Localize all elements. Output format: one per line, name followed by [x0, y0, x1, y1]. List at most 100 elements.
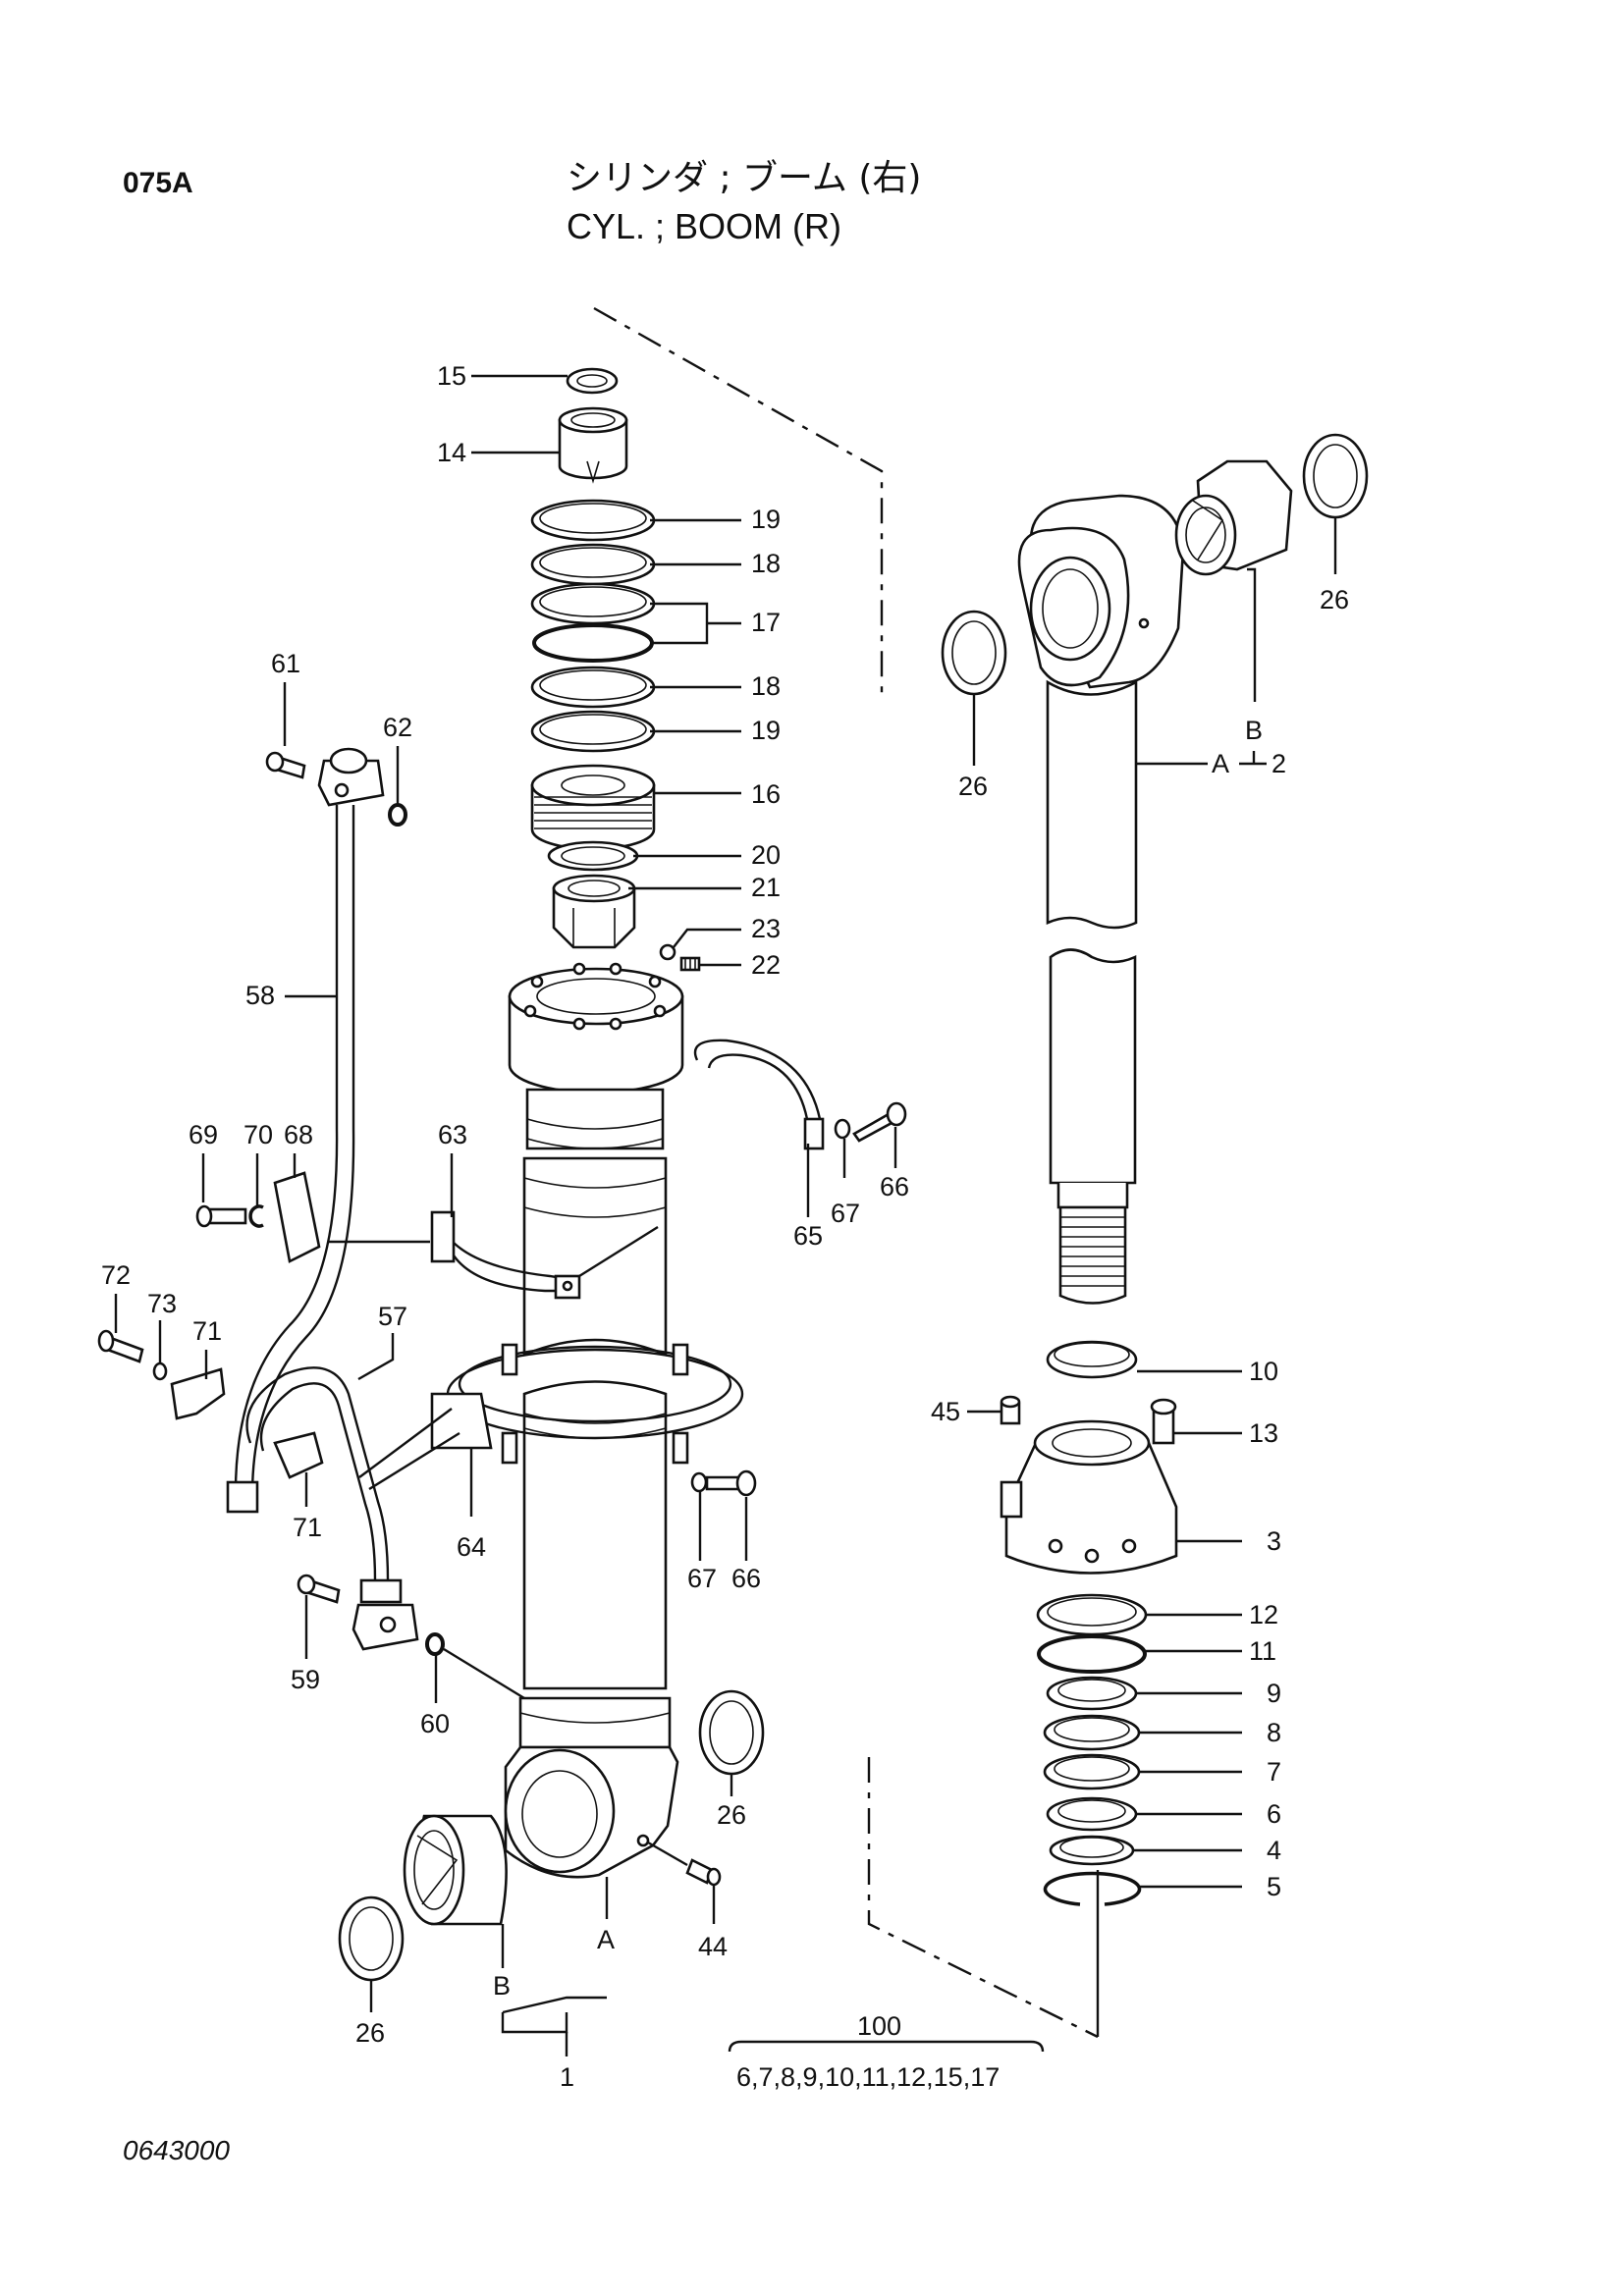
- ring-20: [547, 840, 639, 872]
- bolt-66-upper: [852, 1101, 907, 1143]
- flange-fitting-top: [317, 747, 385, 807]
- band-clamp-65: [693, 1039, 825, 1150]
- dust-seal-10: [1046, 1340, 1138, 1379]
- grease-fitting-44: [685, 1858, 722, 1887]
- bushing-14: [558, 406, 628, 484]
- bushing-B-upper: [1174, 459, 1293, 576]
- callout-63: 63: [438, 1120, 467, 1149]
- piston-16: [530, 764, 656, 851]
- callout-57: 57: [378, 1302, 407, 1331]
- bolt-66-lower: [705, 1469, 757, 1497]
- kit-number: 100: [857, 2011, 901, 2041]
- piston-rod-2: [1017, 494, 1185, 1305]
- leader-44-hole: [647, 1841, 688, 1867]
- callout-18: 18: [751, 549, 781, 578]
- callout-67: 67: [831, 1199, 860, 1228]
- callout-67: 67: [687, 1564, 717, 1593]
- nut-21: [552, 874, 636, 949]
- callout-26: 26: [958, 772, 988, 801]
- callout-19: 19: [751, 716, 781, 745]
- washer-67-lower: [690, 1471, 708, 1493]
- callout-58: 58: [245, 981, 275, 1010]
- callout-B: B: [1245, 716, 1263, 745]
- callout-3: 3: [1267, 1526, 1281, 1556]
- ring-12: [1036, 1593, 1148, 1636]
- clip-68: [273, 1171, 321, 1263]
- callout-15: 15: [437, 361, 466, 391]
- clip-71-upper: [170, 1367, 226, 1420]
- bracket-arm-64: [358, 1408, 453, 1478]
- snap-ring-70: [248, 1204, 264, 1228]
- title-english: CYL. ; BOOM (R): [567, 206, 842, 246]
- leader-lines: [114, 374, 1337, 2012]
- callout-16: 16: [751, 779, 781, 809]
- callout-26: 26: [1320, 585, 1349, 614]
- callout-71: 71: [192, 1316, 222, 1346]
- drawing-number: 0643000: [123, 2135, 231, 2165]
- callout-61: 61: [271, 649, 300, 678]
- seal-ring-18-lower: [530, 666, 656, 709]
- title-japanese: シリンダ ; ブーム (右): [567, 158, 922, 198]
- callout-1: 1: [560, 2062, 574, 2092]
- callout-71: 71: [293, 1513, 322, 1542]
- seal-26-lower-right: [698, 1689, 765, 1776]
- rod-cover-3: [1000, 1419, 1178, 1575]
- callout-6: 6: [1267, 1799, 1281, 1829]
- kit-bracket: [728, 2040, 1045, 2053]
- steel-ball-23: [659, 943, 676, 961]
- leader-60-to-tube: [443, 1647, 525, 1700]
- callout-17: 17: [751, 608, 781, 637]
- seal-26-upper-right: [1302, 433, 1369, 519]
- callout-59: 59: [291, 1665, 320, 1694]
- callout-23: 23: [751, 914, 781, 943]
- callout-18: 18: [751, 671, 781, 701]
- callout-60: 60: [420, 1709, 450, 1738]
- callout-13: 13: [1249, 1418, 1278, 1448]
- callout-20: 20: [751, 840, 781, 870]
- bushing-B-lower: [403, 1814, 508, 1926]
- bolt-69: [195, 1204, 247, 1228]
- callout-5: 5: [1267, 1872, 1281, 1901]
- callout-19: 19: [751, 505, 781, 534]
- callout-72: 72: [101, 1260, 131, 1290]
- callout-45: 45: [931, 1397, 960, 1426]
- callout-B: B: [493, 1971, 511, 2001]
- callout-69: 69: [189, 1120, 218, 1149]
- bracket-arm-64-b: [368, 1431, 460, 1491]
- set-screw-22: [679, 956, 701, 972]
- callout-11: 11: [1249, 1636, 1276, 1666]
- callout-4: 4: [1267, 1836, 1281, 1865]
- callout-10: 10: [1249, 1357, 1278, 1386]
- callout-9: 9: [1267, 1679, 1281, 1708]
- socket-bolt-13: [1150, 1398, 1177, 1445]
- seal-26-upper-left: [941, 610, 1007, 696]
- seal-ring-18-upper: [530, 543, 656, 586]
- pipe-57: [245, 1366, 403, 1604]
- callout-26: 26: [355, 2018, 385, 2048]
- seal-7: [1043, 1753, 1141, 1790]
- callout-2: 2: [1271, 749, 1286, 778]
- callout-65: 65: [793, 1221, 823, 1251]
- washer-67-upper: [834, 1118, 851, 1140]
- callout-64: 64: [457, 1532, 486, 1562]
- seal-ring-19-lower: [530, 710, 656, 753]
- snap-ring-5: [1043, 1871, 1142, 1906]
- callout-66: 66: [880, 1172, 909, 1201]
- kit-contents: 6,7,8,9,10,11,12,15,17: [736, 2062, 1000, 2092]
- clip-71-lower: [273, 1431, 324, 1479]
- o-ring-62: [388, 803, 407, 827]
- grease-fitting-45: [1000, 1395, 1021, 1425]
- seal-9: [1046, 1676, 1138, 1711]
- callout-22: 22: [751, 950, 781, 980]
- bolt-59: [297, 1574, 341, 1604]
- bolt-61: [265, 751, 306, 779]
- seal-6: [1046, 1796, 1138, 1832]
- seal-ring-19-upper: [530, 499, 656, 542]
- callout-8: 8: [1267, 1718, 1281, 1747]
- bracket-1: [501, 2012, 568, 2034]
- washer-73: [152, 1362, 168, 1381]
- callout-70: 70: [243, 1120, 273, 1149]
- callout-26: 26: [717, 1800, 746, 1830]
